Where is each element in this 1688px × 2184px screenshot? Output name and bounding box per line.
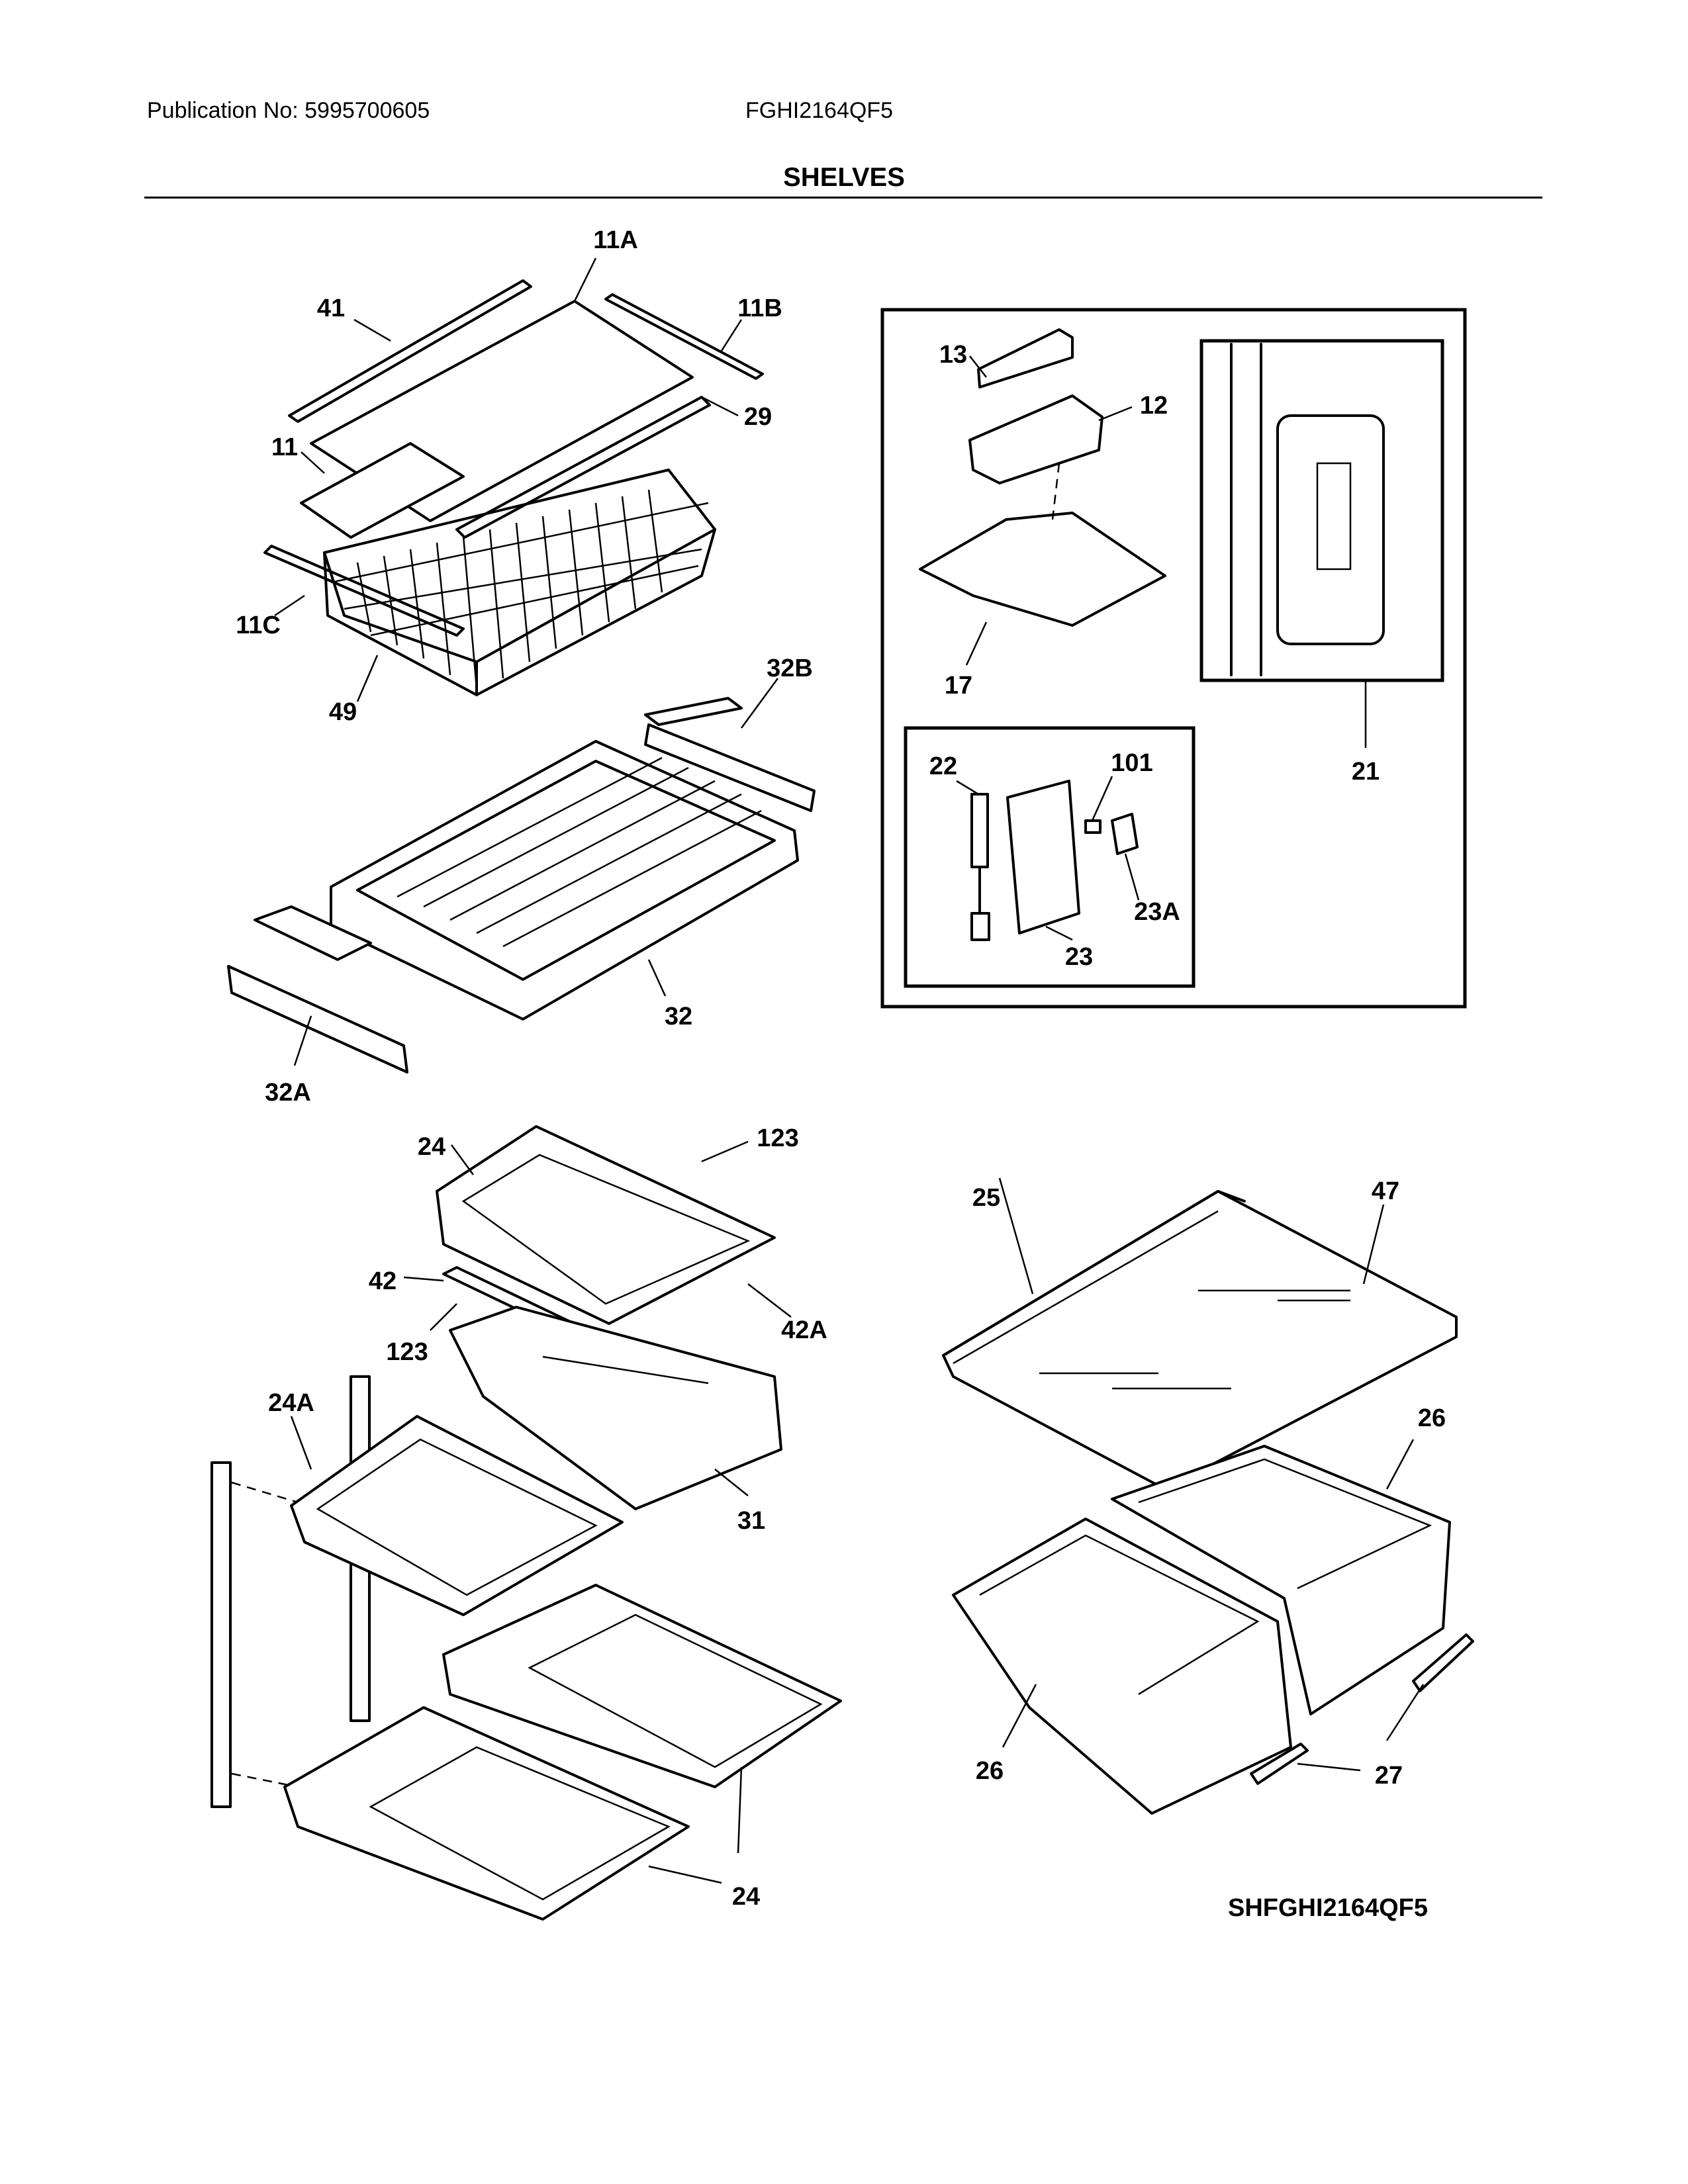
model-number: FGHI2164QF5 xyxy=(745,98,893,123)
part-32A-slide xyxy=(227,965,408,1073)
callout-101: 101 xyxy=(1111,749,1152,777)
callout-123-mid: 123 xyxy=(386,1338,428,1366)
inset-box xyxy=(880,308,1467,1009)
inset-22-box xyxy=(904,726,1196,988)
part-32-drawer xyxy=(330,740,799,1021)
dispenser-parts xyxy=(919,328,1166,627)
crisper-cover-assembly xyxy=(942,1190,1458,1490)
shelf-24-middle xyxy=(442,1584,842,1788)
callout-24A: 24A xyxy=(268,1389,314,1417)
callout-31: 31 xyxy=(737,1507,765,1535)
part-22-socket xyxy=(970,793,989,868)
leader-lines xyxy=(274,257,1425,1884)
publication-number: Publication No: 5995700605 xyxy=(147,98,430,123)
callout-27: 27 xyxy=(1375,1762,1403,1790)
crisper-bin-left xyxy=(952,1518,1292,1815)
part-26-bin-right xyxy=(1111,1445,1451,1715)
crisper-bin-right xyxy=(1111,1445,1451,1715)
header-divider xyxy=(144,197,1542,199)
callout-24-top: 24 xyxy=(418,1133,445,1161)
callout-41: 41 xyxy=(317,295,345,322)
callout-47: 47 xyxy=(1372,1177,1399,1205)
part-24A-shelf xyxy=(290,1415,624,1616)
callout-11: 11 xyxy=(271,433,298,461)
part-32B-slide-top xyxy=(644,697,743,726)
callout-24-bottom: 24 xyxy=(732,1883,760,1911)
part-101-screw xyxy=(1084,819,1102,834)
part-24-shelf-mid xyxy=(442,1584,842,1788)
wire-basket xyxy=(323,469,716,696)
callout-26-left: 26 xyxy=(976,1757,1004,1785)
deli-drawer-assembly xyxy=(227,697,816,1073)
part-11-frame xyxy=(300,442,465,539)
part-21-panel xyxy=(1230,343,1385,676)
part-17-tray xyxy=(919,512,1166,627)
part-12-bin xyxy=(968,394,1103,484)
callout-11C: 11C xyxy=(236,612,281,639)
callout-29: 29 xyxy=(744,403,772,431)
part-26-bin-left xyxy=(952,1518,1292,1815)
callout-21: 21 xyxy=(1352,758,1380,786)
callout-25: 25 xyxy=(972,1184,1000,1212)
callout-23: 23 xyxy=(1065,943,1093,971)
part-27-hinges xyxy=(1250,1633,1474,1785)
callout-49: 49 xyxy=(329,698,357,726)
part-11C-rail xyxy=(263,545,465,637)
part-23A-cover xyxy=(1111,813,1139,855)
crisper-drawer-31 xyxy=(449,1306,782,1510)
light-parts xyxy=(970,780,1139,941)
shelf-24-bottom xyxy=(283,1706,690,1921)
part-32A-slide-top xyxy=(254,905,372,961)
part-23-lens xyxy=(1006,780,1080,934)
callout-23A: 23A xyxy=(1134,898,1180,926)
part-41-trim xyxy=(288,279,532,423)
callout-11B: 11B xyxy=(737,295,782,322)
upper-glass-shelf-24 xyxy=(436,1125,776,1325)
callout-42: 42 xyxy=(369,1267,397,1295)
part-24-shelf-bottom xyxy=(283,1706,690,1921)
part-29-trim xyxy=(455,396,711,539)
callout-labels: 11A 41 11B 29 11 11C 49 32B 32 32A 13 12… xyxy=(236,226,1446,1911)
callout-13: 13 xyxy=(939,341,967,369)
callout-32A: 32A xyxy=(265,1079,311,1107)
glass-shelf-assembly xyxy=(263,279,764,637)
part-32B-slide xyxy=(644,723,816,812)
callout-26-right: 26 xyxy=(1418,1404,1446,1432)
callout-11A: 11A xyxy=(593,226,638,254)
ladder-rails xyxy=(211,1375,371,1808)
part-31-pan xyxy=(449,1306,782,1510)
callout-32B: 32B xyxy=(767,655,813,682)
callout-123-top: 123 xyxy=(757,1124,798,1152)
part-24-shelf-top xyxy=(436,1125,776,1325)
callout-42A: 42A xyxy=(781,1316,827,1344)
inset-21-box xyxy=(1199,339,1444,682)
part-47-cover xyxy=(942,1190,1458,1490)
callout-17: 17 xyxy=(945,672,972,700)
part-13-handle xyxy=(977,328,1074,388)
callout-22: 22 xyxy=(929,752,957,780)
callout-12: 12 xyxy=(1140,392,1168,420)
callout-32: 32 xyxy=(665,1003,692,1030)
shelf-24A xyxy=(290,1415,624,1616)
page-title: SHELVES xyxy=(783,163,905,192)
part-11B-rail xyxy=(604,293,764,380)
drawing-code: SHFGHI2164QF5 xyxy=(1228,1894,1428,1922)
